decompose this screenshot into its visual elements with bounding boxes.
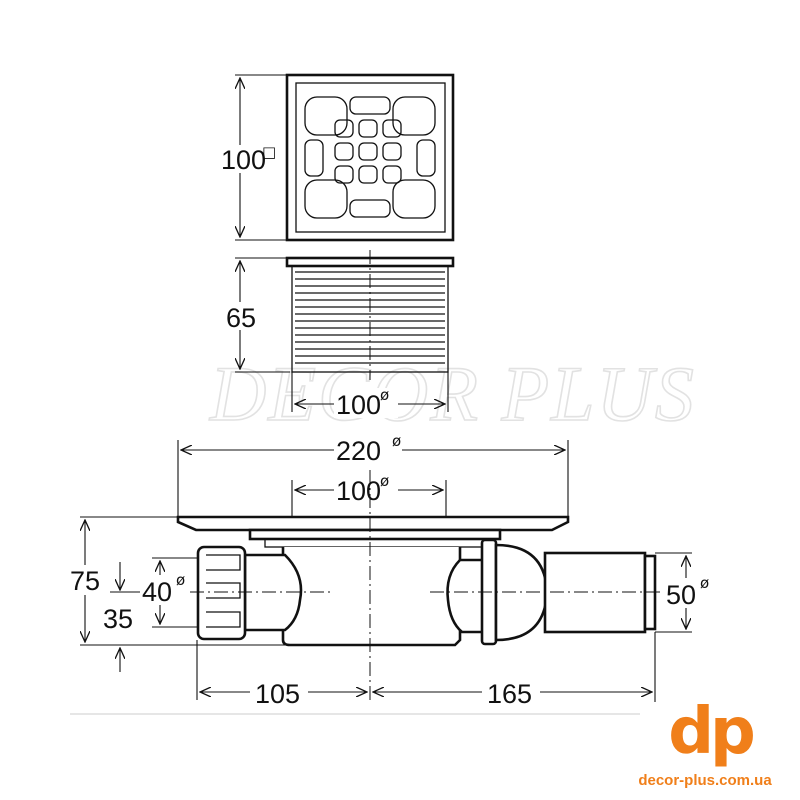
top-view-width-dimension: 100 □ [221, 74, 287, 241]
grate-slot [349, 96, 391, 115]
grate-slot [416, 139, 436, 177]
grate-slot [334, 165, 354, 184]
side-height-label: 65 [226, 303, 256, 333]
diameter-symbol: ø [176, 571, 185, 589]
diameter-symbol: ø [380, 472, 389, 490]
inner-diameter-dimension: 100 ø [291, 472, 447, 517]
diameter-symbol: ø [392, 432, 401, 450]
diameter-symbol: ø [380, 386, 389, 404]
length-dimensions: 105 165 [196, 632, 656, 709]
grate-slot [349, 199, 391, 218]
grate-slot [392, 96, 436, 136]
outlet-height-label: 35 [103, 604, 133, 634]
square-symbol: □ [262, 143, 276, 161]
grate-slot [382, 165, 402, 184]
watermark: DECOR PLUS [209, 350, 696, 437]
drain-body-section [176, 470, 660, 700]
diameter-symbol: ø [700, 574, 709, 592]
logo-url[interactable]: decor-plus.com.ua [638, 772, 772, 789]
side-view-diameter-dimension: 100 ø [291, 372, 449, 420]
height-dimensions: 75 35 40 ø 50 ø [70, 516, 709, 672]
grate-slot [358, 165, 378, 184]
grate-slot [392, 179, 436, 219]
logo-mark: dp [668, 695, 756, 769]
flange-diameter-dimension: 220 ø [177, 432, 569, 517]
brand-logo[interactable]: dp decor-plus.com.ua [638, 695, 780, 789]
flange-diameter-label: 220 [336, 436, 381, 466]
total-height-label: 75 [70, 566, 100, 596]
grate-slot [304, 96, 348, 136]
right-length-label: 165 [487, 679, 532, 709]
grate-slot [358, 142, 378, 161]
inlet-diameter-label: 40 [142, 577, 172, 607]
grate-slot [304, 179, 348, 219]
grate-slot [334, 119, 354, 138]
side-view-body [285, 250, 455, 380]
side-view-height-dimension: 65 [224, 257, 290, 373]
grate-slot [358, 119, 378, 138]
grate-slot [382, 142, 402, 161]
grate-slot [304, 139, 324, 177]
side-diameter-label: 100 [336, 390, 381, 420]
grate-slot [334, 142, 354, 161]
left-length-label: 105 [255, 679, 300, 709]
outlet-diameter-label: 50 [666, 580, 696, 610]
grate-slot [382, 119, 402, 138]
top-width-label: 100 [221, 145, 266, 175]
top-view-grate [285, 73, 455, 242]
inner-diameter-label: 100 [336, 476, 381, 506]
